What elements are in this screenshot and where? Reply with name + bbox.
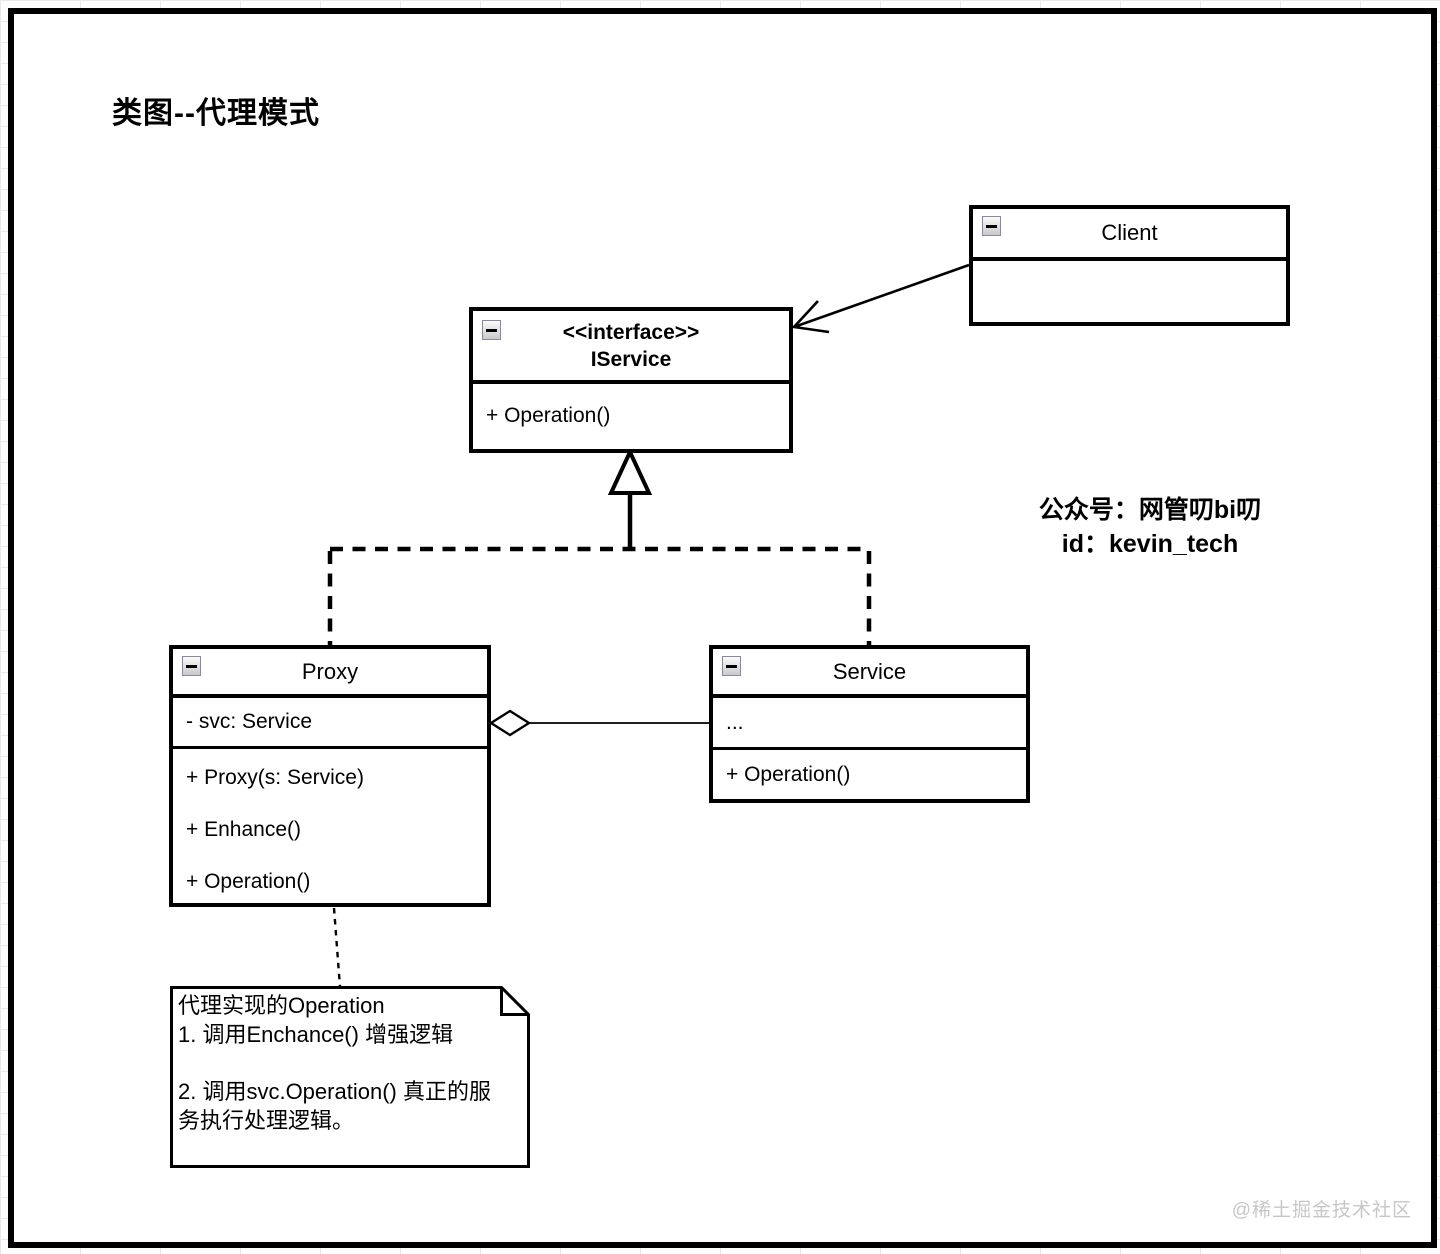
class-proxy-header: Proxy (173, 649, 487, 698)
class-name: IService (590, 347, 672, 371)
note-line: 1. 调用Enchance() 增强逻辑 (178, 1022, 454, 1047)
community-watermark: @稀土掘金技术社区 (1231, 1200, 1412, 1221)
class-name: Client (1101, 220, 1158, 245)
class-proxy-methods: + Proxy(s: Service) + Enhance() + Operat… (173, 749, 487, 908)
note-fold-icon (500, 987, 529, 1016)
method-row: + Operation() (186, 870, 311, 893)
note: 代理实现的Operation 1. 调用Enchance() 增强逻辑 2. 调… (178, 991, 503, 1135)
method-row: + Operation() (726, 762, 851, 786)
class-service: Service ... + Operation() (709, 645, 1030, 803)
author-watermark: 公众号：网管叨bi叨 id：kevin_tech (1020, 493, 1280, 561)
class-iservice-methods: + Operation() (473, 384, 789, 448)
attribute-row: - svc: Service (173, 698, 487, 749)
class-proxy: Proxy - svc: Service + Proxy(s: Service)… (169, 645, 491, 907)
class-name: Service (832, 658, 907, 684)
watermark-id: id：kevin_tech (1061, 530, 1239, 558)
note-shape (170, 986, 530, 1168)
class-service-methods: + Operation() (713, 750, 1026, 799)
collapse-icon[interactable] (482, 320, 501, 340)
class-iservice-header: <<interface>> IService (473, 311, 789, 384)
note-link (332, 907, 342, 988)
class-client: Client (969, 205, 1290, 326)
class-name: Proxy (301, 658, 359, 684)
aggregation-diamond-icon (488, 709, 532, 737)
note-line: 2. 调用svc.Operation() 真正的服务执行处理逻辑。 (178, 1079, 491, 1133)
method-row: + Enhance() (186, 818, 301, 841)
class-client-header: Client (973, 209, 1286, 261)
watermark-account: 公众号：网管叨bi叨 (1038, 496, 1262, 524)
collapse-icon[interactable] (982, 216, 1001, 236)
realization-triangle-icon (607, 447, 653, 495)
note-line: 代理实现的Operation (178, 993, 385, 1018)
open-arrowhead-icon (791, 300, 830, 334)
association-client-iservice (793, 263, 970, 329)
method-row: + Operation() (486, 404, 611, 427)
class-stereotype: <<interface>> (562, 320, 700, 344)
class-service-header: Service (713, 649, 1026, 698)
collapse-icon[interactable] (182, 656, 201, 676)
page-title: 类图--代理模式 (112, 97, 320, 130)
method-row: + Proxy(s: Service) (186, 766, 364, 789)
class-iservice: <<interface>> IService + Operation() (469, 307, 793, 453)
attribute-row: ... (713, 698, 1026, 750)
collapse-icon[interactable] (722, 656, 741, 676)
